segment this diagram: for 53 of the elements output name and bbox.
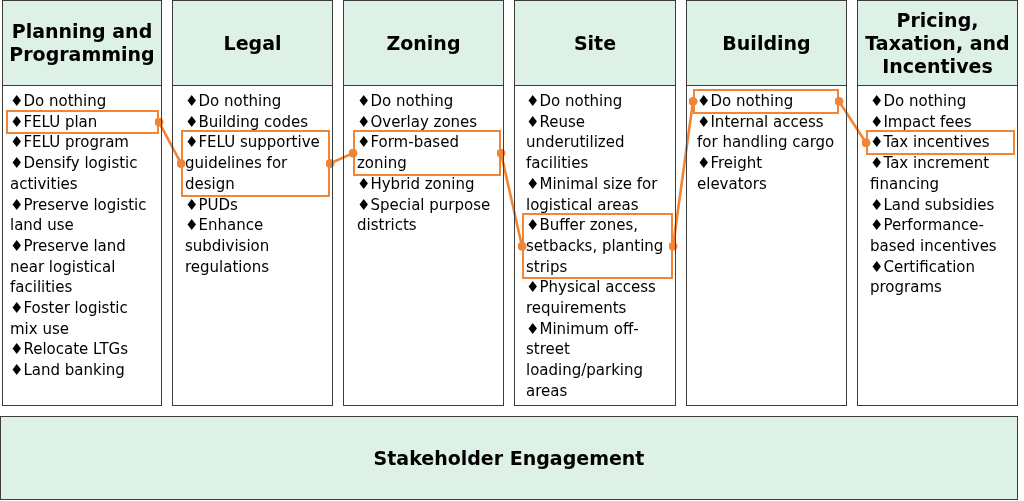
list-item: ♦Reuse underutilized facilities bbox=[526, 111, 626, 174]
list-item: ♦Densify logistic activities bbox=[10, 153, 139, 195]
highlighted-item: ♦Buffer zones, setbacks, planting strips bbox=[522, 213, 673, 280]
list-item: ♦Overlay zones bbox=[357, 111, 479, 133]
list-item: ♦Hybrid zoning bbox=[357, 173, 476, 195]
list-item: ♦Impact fees bbox=[870, 111, 973, 133]
column-header: Building bbox=[686, 0, 847, 86]
column-panel bbox=[172, 85, 333, 406]
column-panel bbox=[514, 85, 676, 406]
list-item: ♦Do nothing bbox=[185, 91, 283, 112]
column-header: Legal bbox=[172, 0, 333, 86]
list-item: ♦Preserve logistic land use bbox=[10, 194, 148, 236]
list-item: ♦Performance-based incentives bbox=[870, 215, 998, 257]
list-item: ♦Do nothing bbox=[870, 91, 968, 112]
list-item: ♦PUDs bbox=[185, 194, 239, 216]
column-panel bbox=[686, 85, 847, 406]
list-item: ♦Do nothing bbox=[526, 91, 624, 112]
list-item: ♦Building codes bbox=[185, 111, 310, 133]
connector-line bbox=[496, 148, 527, 251]
list-item: ♦Preserve land near logistical facilities bbox=[10, 235, 127, 299]
list-item: ♦Relocate LTGs bbox=[10, 339, 129, 361]
highlighted-item: ♦FELU supportive guidelines for design bbox=[181, 130, 330, 197]
list-item: ♦Do nothing bbox=[357, 91, 455, 112]
list-item: ♦Freight elevators bbox=[697, 153, 768, 195]
list-item: ♦Land banking bbox=[10, 360, 126, 381]
connector-line bbox=[834, 96, 871, 148]
list-item: ♦Do nothing bbox=[10, 91, 108, 112]
connector-line bbox=[668, 96, 698, 251]
highlighted-item: ♦Tax incentives bbox=[866, 130, 1015, 156]
list-item: ♦Minimum off-street loading/parking areas bbox=[526, 318, 645, 402]
banner: Stakeholder Engagement bbox=[0, 416, 1018, 500]
list-item: ♦FELU program bbox=[10, 132, 130, 154]
connector-line bbox=[325, 148, 358, 168]
highlighted-item: ♦FELU plan bbox=[6, 109, 159, 135]
column-header: Site bbox=[514, 0, 676, 86]
connector-line bbox=[154, 117, 186, 168]
column-header: Pricing, Taxation, and Incentives bbox=[857, 0, 1018, 86]
column-panel bbox=[343, 85, 504, 406]
column-header: Zoning bbox=[343, 0, 504, 86]
highlighted-item: ♦Do nothing bbox=[693, 89, 839, 114]
list-item: ♦Certification programs bbox=[870, 256, 976, 299]
list-item: ♦Special purpose districts bbox=[357, 194, 492, 236]
list-item: ♦Tax increment financing bbox=[870, 153, 991, 195]
column-header: Planning and Programming bbox=[2, 0, 162, 86]
highlighted-item: ♦Form-based zoning bbox=[353, 130, 501, 176]
list-item: ♦Land subsidies bbox=[870, 194, 996, 216]
column-panel bbox=[2, 85, 162, 406]
list-item: ♦Enhance subdivision regulations bbox=[185, 215, 271, 278]
list-item: ♦Foster logistic mix use bbox=[10, 298, 129, 340]
list-item: ♦Internal access for handling cargo bbox=[697, 111, 836, 154]
list-item: ♦Physical access requirements bbox=[526, 277, 657, 319]
column-panel bbox=[857, 85, 1018, 406]
list-item: ♦Minimal size for logistical areas bbox=[526, 173, 659, 216]
